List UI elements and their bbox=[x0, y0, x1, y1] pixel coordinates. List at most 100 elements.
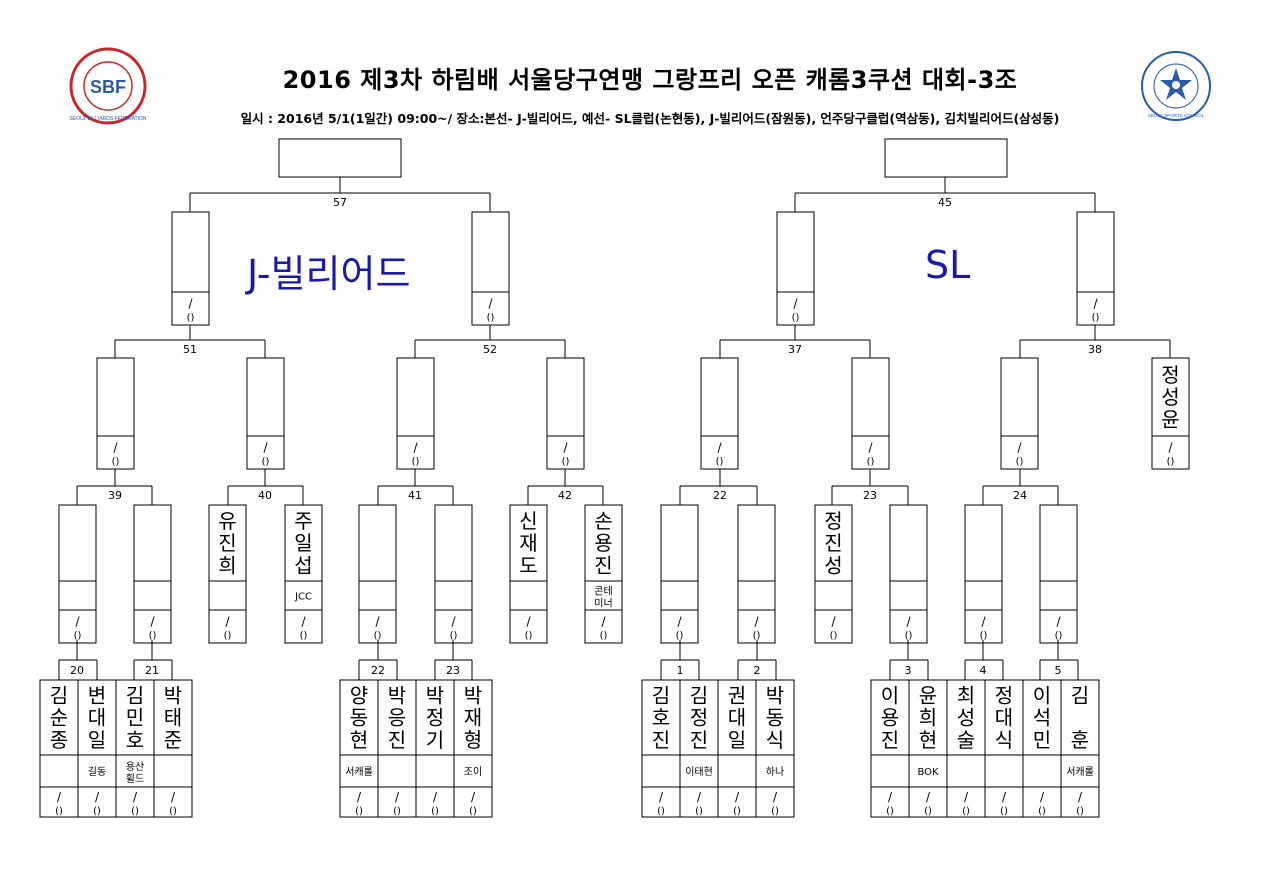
score-slash: / bbox=[357, 790, 362, 804]
player-name: 대 bbox=[995, 706, 1013, 730]
venue-label-left: J-빌리어드 bbox=[247, 252, 411, 296]
score-slash: / bbox=[906, 615, 911, 629]
player-name: 김 bbox=[50, 683, 68, 707]
player-name: 섭 bbox=[294, 554, 312, 578]
player-name: 종 bbox=[50, 728, 68, 752]
player-club: 용산 bbox=[126, 761, 144, 773]
player-name: 정 bbox=[690, 706, 708, 730]
player-name: 진 bbox=[594, 554, 612, 578]
player-name: 양 bbox=[350, 683, 368, 707]
player-name: 주 bbox=[294, 509, 312, 533]
player-name: 김 bbox=[1071, 683, 1089, 707]
score-paren: () bbox=[676, 631, 684, 642]
player-name: 성 bbox=[957, 706, 975, 730]
player-name: 일 bbox=[728, 728, 746, 752]
score-paren: () bbox=[980, 631, 988, 642]
match-number: 22 bbox=[371, 664, 385, 677]
player-name: 호 bbox=[126, 728, 144, 752]
player-name: 성 bbox=[824, 554, 842, 578]
event-details: 일시 : 2016년 5/1(1일간) 09:00~/ 장소:본선- J-빌리어… bbox=[240, 111, 1060, 126]
match-number: 41 bbox=[408, 489, 422, 502]
player-name: 동 bbox=[350, 706, 368, 730]
score-slash: / bbox=[471, 790, 476, 804]
match-number: 5 bbox=[1055, 664, 1062, 677]
score-paren: () bbox=[1076, 806, 1084, 817]
score-slash: / bbox=[301, 615, 306, 629]
score-paren: () bbox=[962, 806, 970, 817]
score-paren: () bbox=[74, 631, 82, 642]
score-paren: () bbox=[924, 806, 932, 817]
page-title: 2016 제3차 하림배 서울당구연맹 그랑프리 오픈 캐롬3쿠션 대회-3조 bbox=[282, 66, 1018, 94]
score-slash: / bbox=[697, 790, 702, 804]
score-slash: / bbox=[981, 615, 986, 629]
score-slash: / bbox=[188, 297, 193, 311]
match-number: 39 bbox=[108, 489, 122, 502]
score-slash: / bbox=[964, 790, 969, 804]
score-slash: / bbox=[113, 441, 118, 455]
player-name: 신 bbox=[519, 509, 537, 533]
player-name: 박 bbox=[766, 683, 784, 707]
score-slash: / bbox=[677, 615, 682, 629]
score-slash: / bbox=[563, 441, 568, 455]
score-slash: / bbox=[1093, 297, 1098, 311]
player-name: 순 bbox=[50, 706, 68, 730]
player-name: 김 bbox=[126, 683, 144, 707]
logo-ring-text: SEOUL BILLIARDS FEDERATION bbox=[70, 116, 147, 122]
score-slash: / bbox=[171, 790, 176, 804]
player-cell bbox=[584, 504, 623, 644]
score-paren: () bbox=[716, 457, 724, 468]
player-name: 동 bbox=[766, 706, 784, 730]
score-paren: () bbox=[112, 457, 120, 468]
player-club: 길동 bbox=[88, 765, 106, 778]
player-name: 김 bbox=[652, 683, 670, 707]
player-name: 용 bbox=[594, 531, 612, 555]
score-slash: / bbox=[57, 790, 62, 804]
player-name: 태 bbox=[164, 706, 182, 730]
score-slash: / bbox=[868, 441, 873, 455]
player-name: 정 bbox=[426, 706, 444, 730]
player-name: 대 bbox=[88, 706, 106, 730]
player-name: 정 bbox=[995, 683, 1013, 707]
score-slash: / bbox=[395, 790, 400, 804]
match-number: 21 bbox=[145, 664, 159, 677]
match-number: 23 bbox=[863, 489, 877, 502]
score-slash: / bbox=[1002, 790, 1007, 804]
venue-label-right: SL bbox=[925, 243, 971, 287]
match-number: 40 bbox=[258, 489, 272, 502]
player-name: 민 bbox=[1033, 728, 1051, 752]
score-paren: () bbox=[187, 313, 195, 324]
player-name: 대 bbox=[728, 706, 746, 730]
player-name: 박 bbox=[388, 683, 406, 707]
score-slash: / bbox=[225, 615, 230, 629]
player-club: BOK bbox=[917, 767, 939, 778]
match-number: 51 bbox=[183, 343, 197, 356]
score-slash: / bbox=[1040, 790, 1045, 804]
score-slash: / bbox=[1017, 441, 1022, 455]
score-slash: / bbox=[793, 297, 798, 311]
result-cell bbox=[1151, 357, 1190, 470]
player-name: 도 bbox=[519, 554, 537, 578]
match-number: 42 bbox=[558, 489, 572, 502]
score-paren: () bbox=[169, 806, 177, 817]
player-name: 훈 bbox=[1071, 728, 1089, 752]
score-slash: / bbox=[926, 790, 931, 804]
score-paren: () bbox=[374, 631, 382, 642]
score-slash: / bbox=[133, 790, 138, 804]
player-name: 일 bbox=[88, 728, 106, 752]
score-paren: () bbox=[469, 806, 477, 817]
player-name: 변 bbox=[88, 683, 106, 707]
score-slash: / bbox=[95, 790, 100, 804]
player-name: 진 bbox=[690, 728, 708, 752]
score-paren: () bbox=[1092, 313, 1100, 324]
player-name: 손 bbox=[594, 509, 612, 533]
match-number: 1 bbox=[677, 664, 684, 677]
score-slash: / bbox=[375, 615, 380, 629]
score-paren: () bbox=[300, 631, 308, 642]
player-name: 호 bbox=[652, 706, 670, 730]
player-club: 서캐롤 bbox=[345, 766, 373, 778]
player-name: 진 bbox=[652, 728, 670, 752]
score-slash: / bbox=[754, 615, 759, 629]
score-slash: / bbox=[659, 790, 664, 804]
score-paren: () bbox=[131, 806, 139, 817]
